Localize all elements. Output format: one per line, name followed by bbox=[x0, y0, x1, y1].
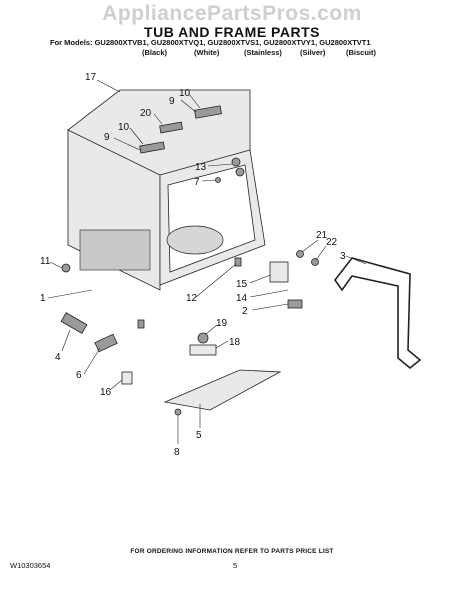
nut-part-22 bbox=[311, 258, 319, 266]
switch-part-19 bbox=[197, 332, 209, 344]
leader-12 bbox=[195, 263, 237, 298]
callout-16: 16 bbox=[100, 387, 112, 398]
callout-12: 12 bbox=[186, 293, 198, 304]
leader-13 bbox=[207, 163, 233, 167]
mounting-bracket-right bbox=[194, 105, 222, 119]
spring-part-4 bbox=[60, 312, 88, 334]
color-silver: (Silver) bbox=[300, 48, 326, 57]
top-bracket-part-20 bbox=[159, 121, 183, 134]
mounting-bracket-left bbox=[139, 141, 165, 154]
clip-part-16 bbox=[121, 371, 133, 385]
leader-16 bbox=[109, 379, 123, 391]
leader-3 bbox=[345, 255, 367, 265]
callout-7: 7 bbox=[194, 177, 200, 188]
callout-9a: 9 bbox=[169, 96, 175, 107]
pad-part-6 bbox=[94, 333, 118, 353]
leader-9a bbox=[180, 99, 197, 113]
leader-6 bbox=[83, 347, 101, 375]
callout-15: 15 bbox=[236, 279, 248, 290]
leader-20 bbox=[153, 113, 163, 125]
leader-7 bbox=[201, 179, 217, 182]
callout-14: 14 bbox=[236, 293, 248, 304]
leveling-leg-part-12 bbox=[234, 257, 242, 267]
callout-5: 5 bbox=[196, 430, 202, 441]
callout-21: 21 bbox=[316, 230, 328, 241]
leader-4 bbox=[61, 329, 71, 352]
leader-10b bbox=[129, 127, 144, 145]
plate-part-5 bbox=[163, 369, 282, 411]
hinge-part-13 bbox=[231, 157, 241, 167]
callout-10a: 10 bbox=[179, 88, 191, 99]
leader-15 bbox=[249, 274, 271, 284]
tub-base-frame bbox=[79, 229, 151, 271]
callout-17: 17 bbox=[85, 72, 97, 83]
callout-2: 2 bbox=[242, 306, 248, 317]
leveling-foot-part-11 bbox=[61, 263, 71, 273]
ordering-note: FOR ORDERING INFORMATION REFER TO PARTS … bbox=[130, 548, 334, 555]
leader-14 bbox=[249, 289, 289, 298]
callout-9b: 9 bbox=[104, 132, 110, 143]
color-black: (Black) bbox=[142, 48, 168, 57]
bracket-part-18 bbox=[189, 344, 217, 356]
callout-4: 4 bbox=[55, 352, 61, 363]
tub-sump bbox=[166, 225, 224, 255]
callout-18: 18 bbox=[229, 337, 241, 348]
document-number: W10303654 bbox=[10, 561, 51, 570]
models-line: For Models: GU2800XTVB1, GU2800XTVQ1, GU… bbox=[50, 38, 371, 47]
leader-22 bbox=[315, 245, 327, 261]
callout-13: 13 bbox=[195, 162, 207, 173]
watermark: AppliancePartsPros.com bbox=[102, 2, 362, 25]
bracket-part-15 bbox=[269, 261, 289, 283]
color-stainless: (Stainless) bbox=[244, 48, 282, 57]
clip-part-2 bbox=[287, 299, 303, 309]
callout-3: 3 bbox=[340, 251, 346, 262]
color-biscuit: (Biscuit) bbox=[346, 48, 376, 57]
callout-8: 8 bbox=[174, 447, 180, 458]
callout-6: 6 bbox=[76, 370, 82, 381]
page-title: TUB AND FRAME PARTS bbox=[144, 24, 320, 40]
leader-11 bbox=[49, 261, 63, 269]
leveling-leg-front bbox=[137, 319, 145, 329]
leader-10a bbox=[188, 93, 201, 109]
hinge-part-13b bbox=[235, 167, 245, 177]
callout-22: 22 bbox=[326, 237, 338, 248]
screw-part-7 bbox=[215, 177, 221, 183]
color-white: (White) bbox=[194, 48, 220, 57]
callout-20: 20 bbox=[140, 108, 152, 119]
leader-17 bbox=[96, 79, 121, 93]
callout-11: 11 bbox=[40, 256, 51, 267]
leader-19 bbox=[205, 324, 218, 335]
door-gasket-part-3 bbox=[334, 257, 422, 370]
callout-10b: 10 bbox=[118, 122, 130, 133]
callout-19: 19 bbox=[216, 318, 228, 329]
leader-2 bbox=[251, 303, 289, 311]
leader-1 bbox=[47, 289, 93, 299]
leader-21 bbox=[301, 239, 319, 253]
screw-part-21 bbox=[296, 250, 304, 258]
screw-part-8 bbox=[174, 408, 182, 416]
leader-18 bbox=[215, 340, 229, 349]
leader-9b bbox=[113, 137, 141, 151]
page-number: 5 bbox=[233, 561, 238, 570]
callout-1: 1 bbox=[40, 293, 46, 304]
